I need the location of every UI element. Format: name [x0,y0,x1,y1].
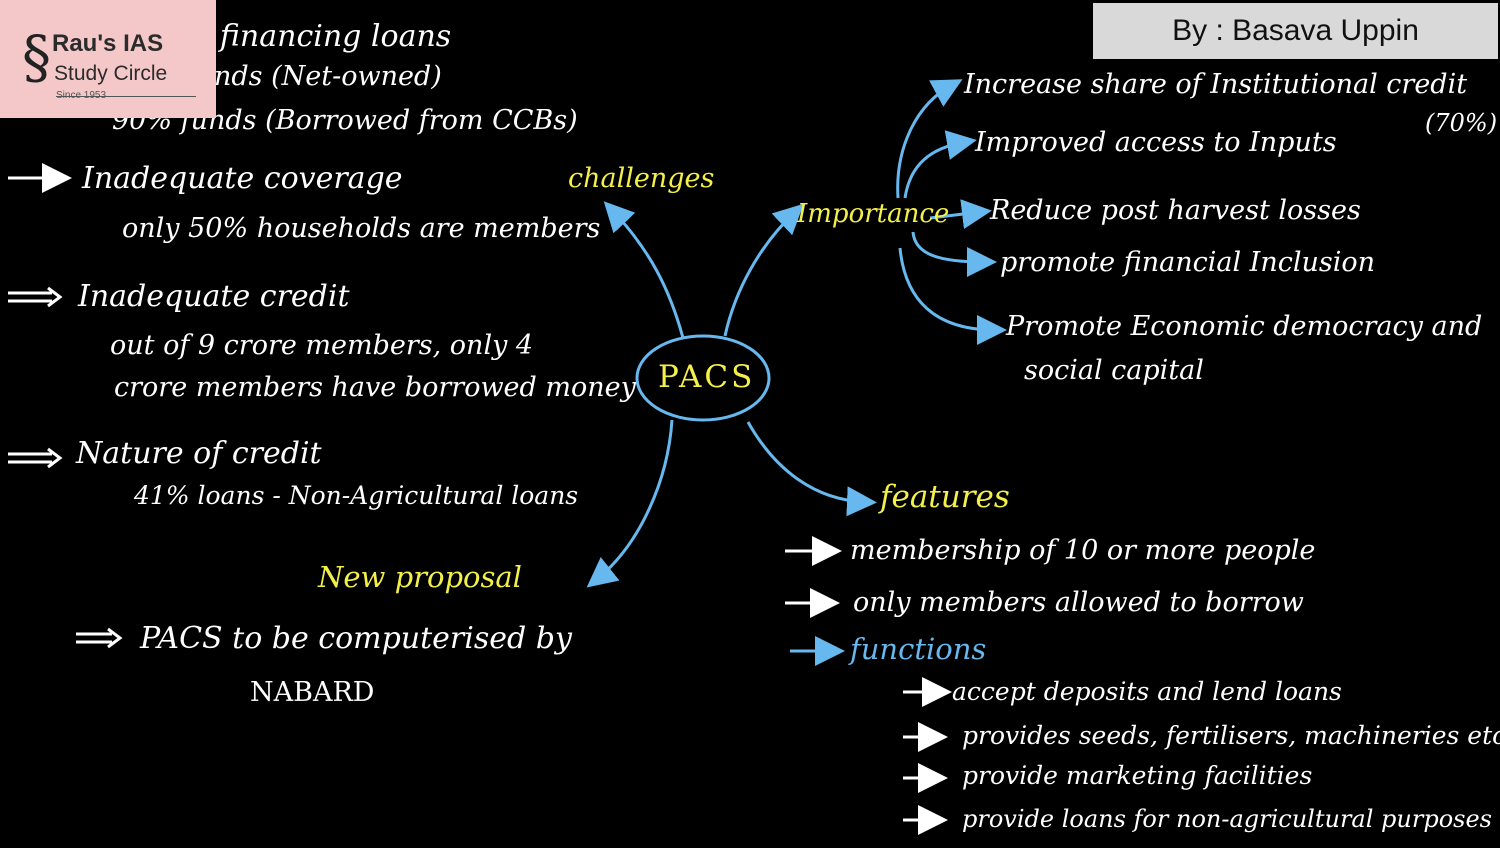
author-byline: By : Basava Uppin [1093,3,1498,59]
arrow-proposal-h [107,627,123,649]
rau-logo-icon: § [22,23,51,91]
branch-new-proposal: New proposal [318,560,522,594]
credit-title: Inadequate credit [78,279,350,314]
importance-item-1-note: (70%) [1425,109,1498,137]
functions-title: functions [850,632,987,666]
importance-item-2: Improved access to Inputs [975,127,1337,158]
brand-divider [56,96,196,97]
feature-item-1: membership of 10 or more people [850,535,1316,566]
importance-item-3: Reduce post harvest losses [990,195,1361,226]
arrow-to-importance [723,203,804,337]
arrow-left-2h [47,286,63,308]
importance-item-5-line2: social capital [1024,355,1204,386]
arrow-left-3h [47,447,63,469]
importance-item-4: promote financial Inclusion [1000,247,1376,278]
center-ellipse [635,334,771,422]
credit-detail-1: out of 9 crore members, only 4 [110,330,534,361]
brand-since: Since 1953 [56,90,107,101]
arrow-imp-5 [898,247,1007,345]
importance-item-1: Increase share of Institutional credit [964,69,1468,100]
credit-detail-2: crore members have borrowed money [114,372,636,403]
function-item-3: provide marketing facilities [962,761,1313,790]
function-item-2: provides seeds, fertilisers, machineries… [962,721,1500,750]
branch-challenges: challenges [568,163,715,194]
brand-logo: § Rau's IAS Study Circle Since 1953 [0,0,216,118]
coverage-detail: only 50% households are members [122,213,601,244]
center-node-label: PACS [658,359,756,395]
arrow-to-proposal [586,419,674,588]
arrow-imp-4 [911,231,997,277]
function-item-4: provide loans for non-agricultural purpo… [962,805,1492,833]
arrow-imp-3 [929,199,992,230]
arrow-imp-2 [903,130,977,199]
branch-features: features [880,479,1010,515]
function-item-1: accept deposits and lend loans [952,677,1342,706]
arrow-imp-1 [896,79,963,199]
proposal-line2: NABARD [250,677,375,708]
arrow-to-challenges [603,201,685,339]
proposal-line1: PACS to be computerised by [140,621,572,656]
feature-item-2: only members allowed to borrow [853,587,1304,618]
arrow-to-features [746,421,877,517]
brand-line2: Study Circle [54,62,168,85]
nature-title: Nature of credit [76,436,322,471]
coverage-title: Inadequate coverage [82,161,403,196]
importance-item-5-line1: Promote Economic democracy and [1006,311,1483,342]
brand-line1: Rau's IAS [52,30,164,57]
branch-importance: Importance [797,199,950,229]
nature-detail: 41% loans - Non-Agricultural loans [134,481,579,510]
